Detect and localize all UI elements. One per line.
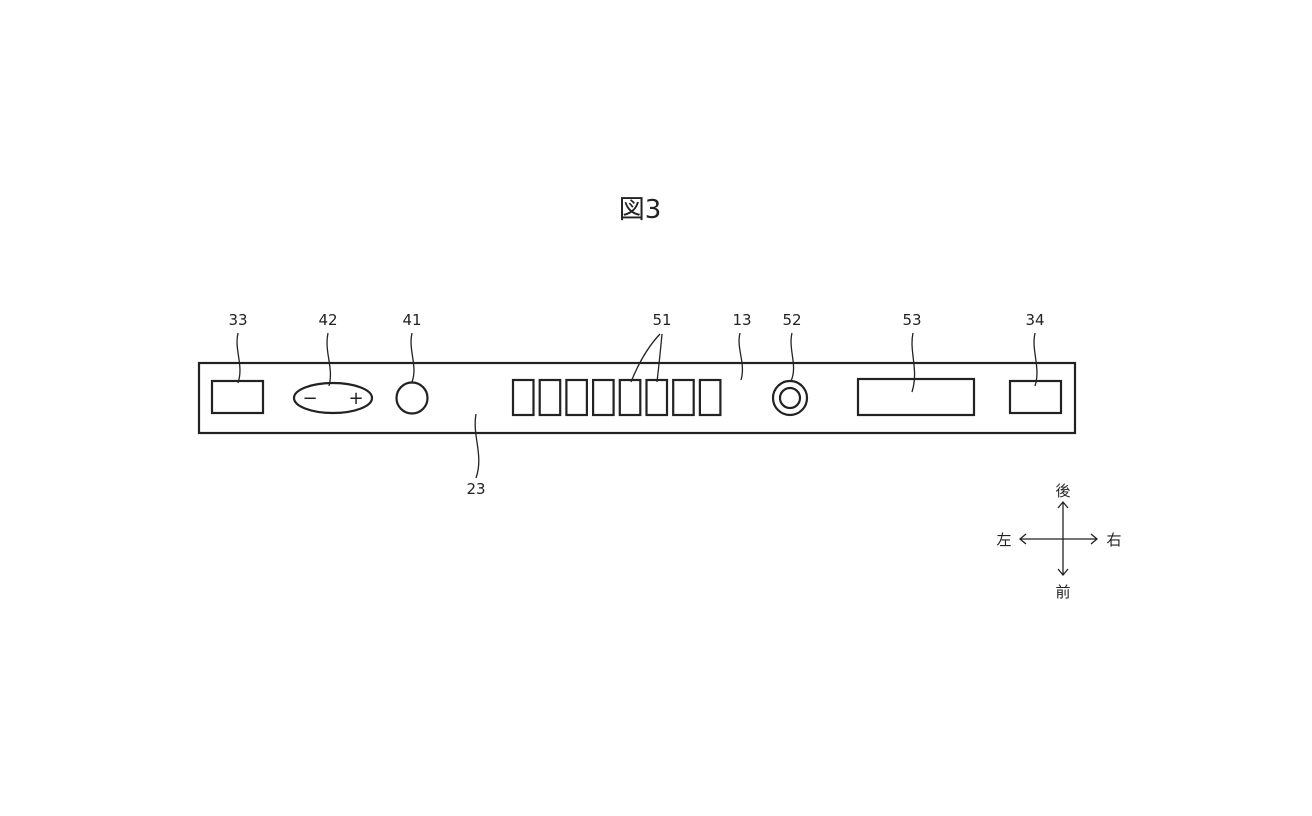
leader-34 xyxy=(1033,332,1038,387)
ref-42: 42 xyxy=(318,311,337,329)
keypad-key xyxy=(672,378,695,417)
leader-53 xyxy=(911,332,916,393)
arrowhead-front xyxy=(1057,568,1069,577)
compass-right-label: 右 xyxy=(1106,531,1121,549)
arrowhead-right xyxy=(1090,533,1099,545)
component-41-circle xyxy=(395,381,429,415)
component-53-display xyxy=(856,377,976,417)
leader-51-a xyxy=(630,333,661,383)
component-52-inner-circle xyxy=(778,386,802,410)
keypad-key xyxy=(591,378,615,417)
ref-41: 41 xyxy=(402,311,421,329)
leader-33 xyxy=(236,332,241,384)
leader-lines xyxy=(236,332,1038,479)
ref-23: 23 xyxy=(466,480,485,498)
leader-51-b xyxy=(656,333,663,383)
keypad-key xyxy=(538,378,562,417)
ref-33: 33 xyxy=(228,311,247,329)
keypad-key xyxy=(698,378,722,417)
control-panel xyxy=(197,361,1077,435)
stepper-plus-label: + xyxy=(348,388,363,409)
component-34-box xyxy=(1008,379,1063,415)
leader-52 xyxy=(790,332,795,382)
arrowhead-left xyxy=(1018,533,1027,545)
arrowhead-back xyxy=(1057,500,1069,509)
ref-51: 51 xyxy=(652,311,671,329)
compass-front-label: 前 xyxy=(1055,583,1070,601)
stepper-minus-label: − xyxy=(302,388,317,409)
figure-title: 図3 xyxy=(619,195,662,225)
leader-13 xyxy=(738,332,744,381)
component-33-box xyxy=(210,379,265,415)
ref-53: 53 xyxy=(902,311,921,329)
leader-41 xyxy=(410,332,415,383)
keypad-key xyxy=(618,378,642,417)
component-51-keypad xyxy=(511,378,722,417)
keypad-key xyxy=(645,378,669,417)
ref-13: 13 xyxy=(732,311,751,329)
component-52-outer-circle xyxy=(771,379,809,417)
ref-34: 34 xyxy=(1025,311,1044,329)
keypad-key xyxy=(511,378,535,417)
leader-23 xyxy=(474,413,480,479)
component-42-stepper xyxy=(292,381,374,415)
keypad-key xyxy=(565,378,589,417)
compass-arrows xyxy=(1018,500,1099,577)
leader-42 xyxy=(326,332,332,387)
ref-52: 52 xyxy=(782,311,801,329)
compass-back-label: 後 xyxy=(1055,482,1070,500)
compass-left-label: 左 xyxy=(996,531,1011,549)
